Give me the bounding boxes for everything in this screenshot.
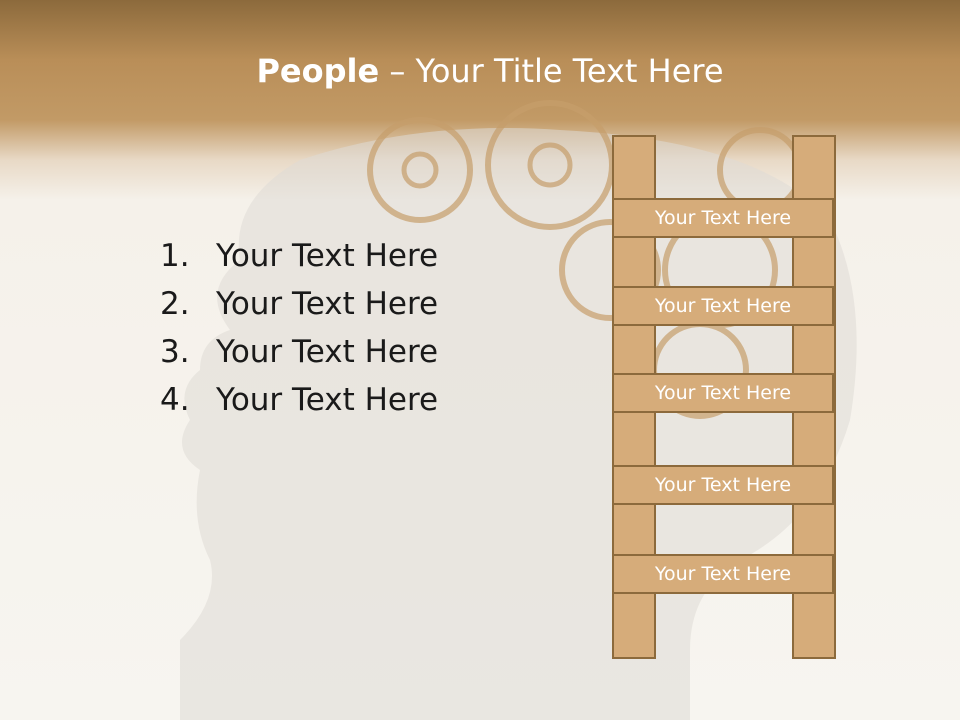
ladder-rung: Your Text Here [612,373,834,413]
ladder-rung: Your Text Here [612,465,834,505]
ladder-rung: Your Text Here [612,286,834,326]
numbered-list: 1.Your Text Here 2.Your Text Here 3.Your… [160,232,438,424]
slide-title: People – Your Title Text Here [256,52,724,90]
list-item: 2.Your Text Here [160,286,439,322]
ladder-rung: Your Text Here [612,554,834,594]
list-item: 1.Your Text Here [160,238,439,274]
ladder-rung: Your Text Here [612,198,834,238]
list-item: 4.Your Text Here [160,382,439,418]
list-item: 3.Your Text Here [160,334,439,370]
